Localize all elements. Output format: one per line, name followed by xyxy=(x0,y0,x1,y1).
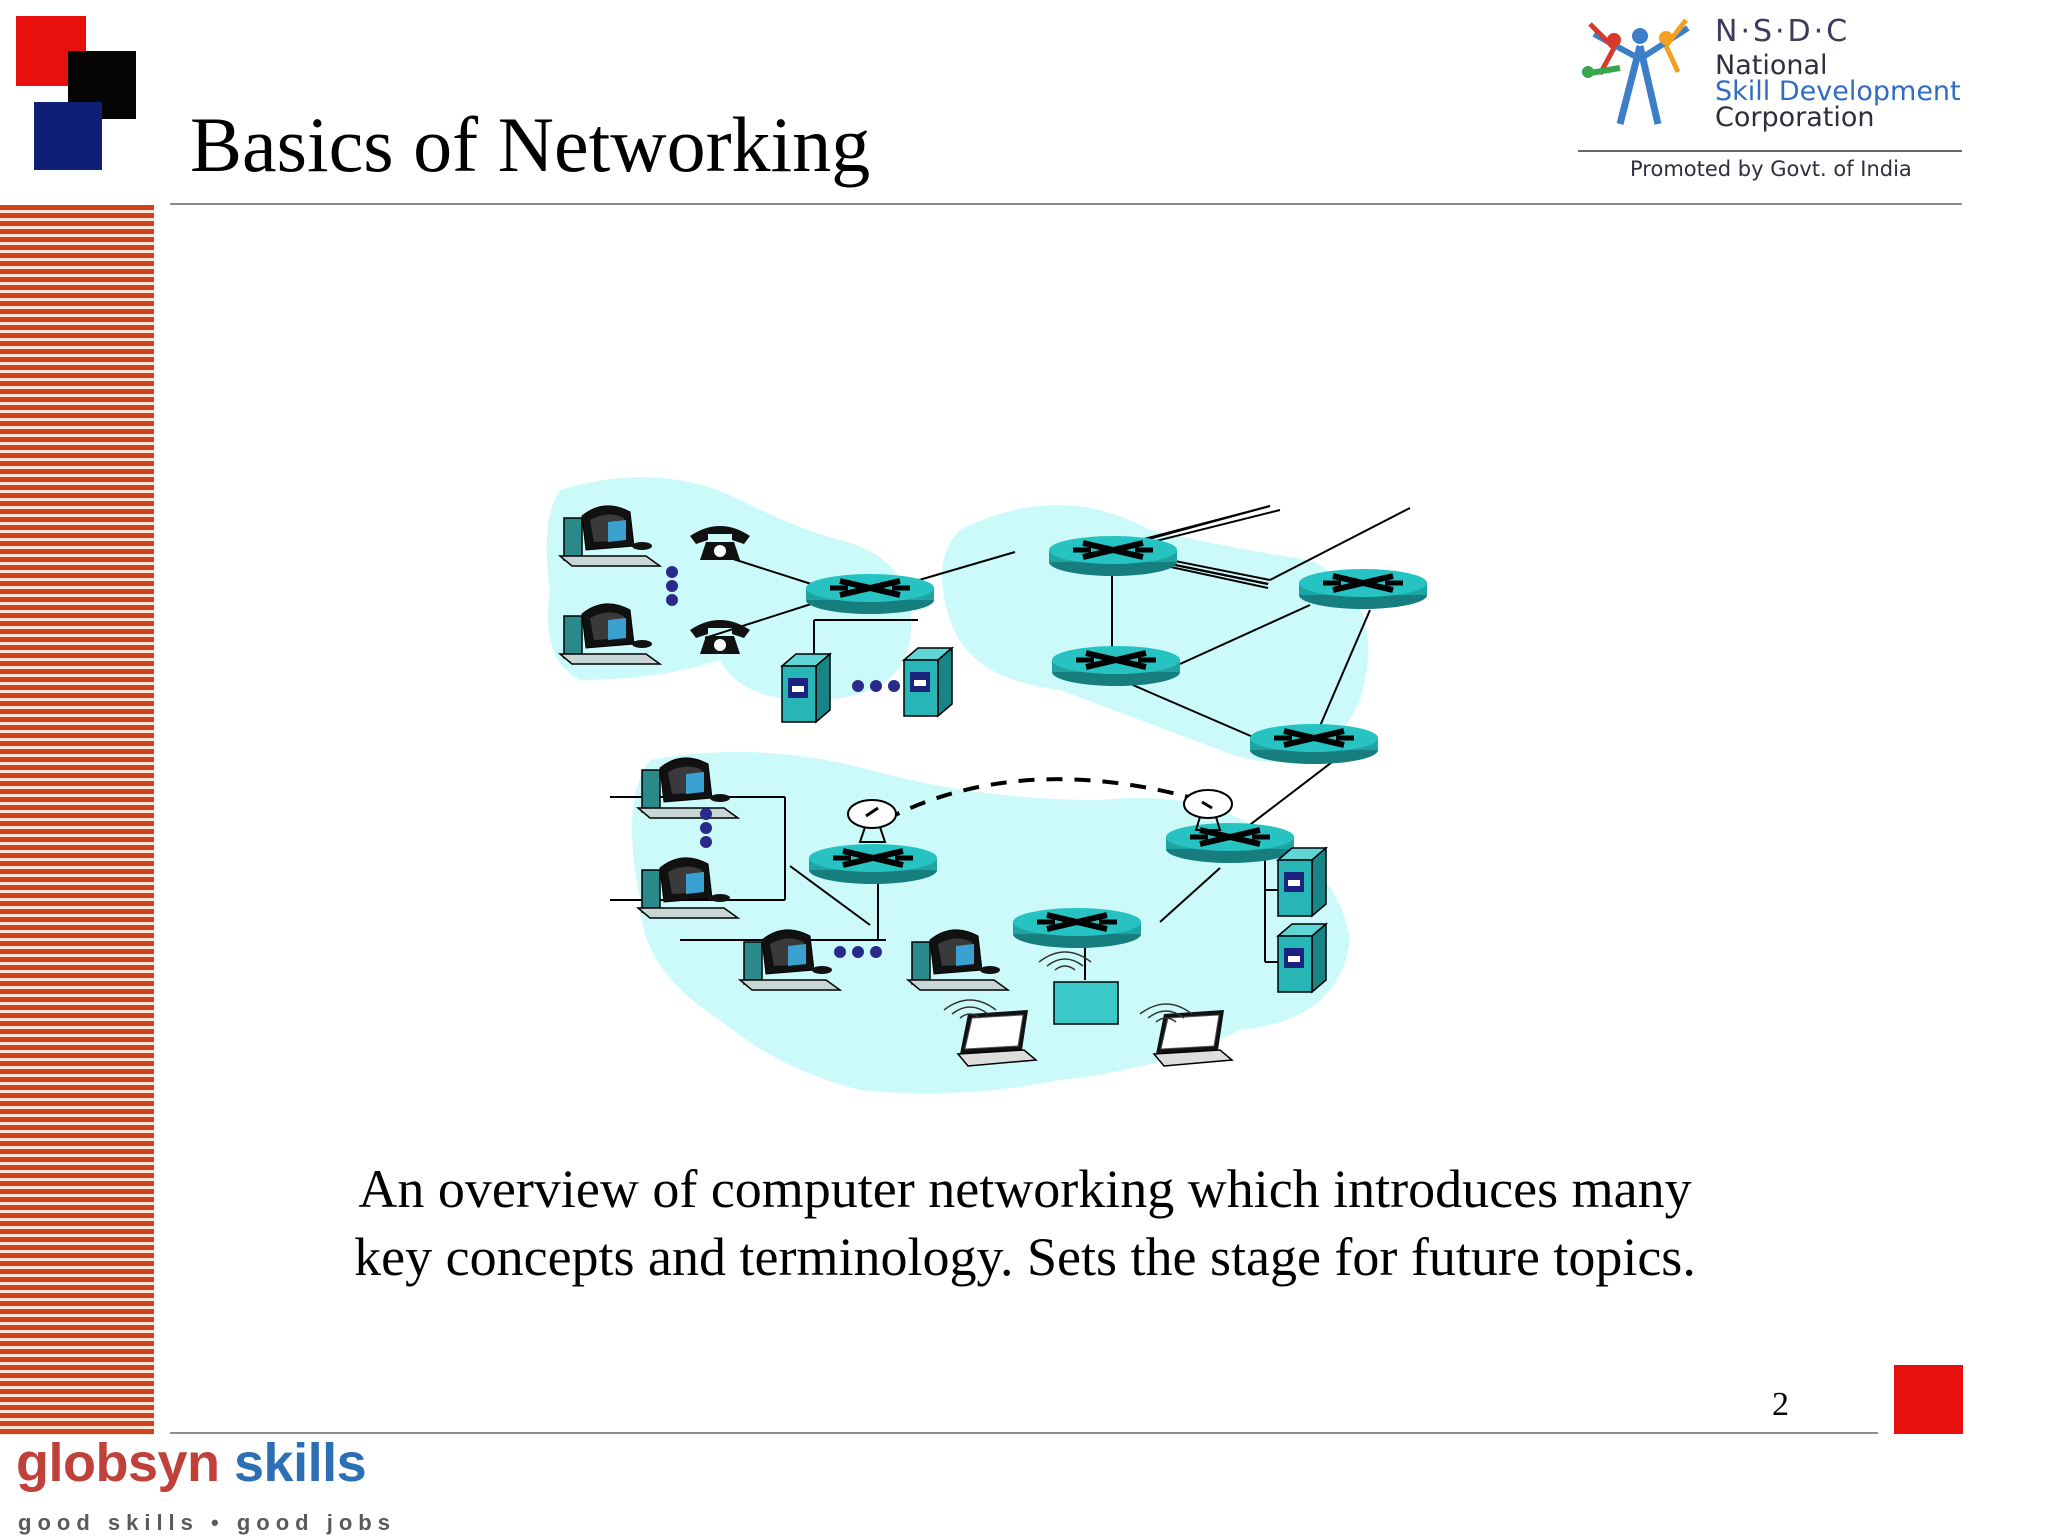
server-icon xyxy=(903,647,953,717)
slide-title: Basics of Networking xyxy=(190,101,871,188)
router-icon xyxy=(1013,908,1141,948)
page-number: 2 xyxy=(1772,1386,1789,1423)
globsyn-logo: globsyn skills xyxy=(16,1432,367,1494)
server-icon xyxy=(1277,923,1327,993)
satellite-link xyxy=(884,777,1201,822)
server-icon xyxy=(1277,847,1327,917)
satellite-dish-icon xyxy=(1183,789,1233,831)
network-diagram xyxy=(546,477,1500,1094)
nsdc-name-line3: Corporation xyxy=(1715,102,1875,133)
left-stripe-bar xyxy=(0,205,154,1435)
nsdc-promoted-text: Promoted by Govt. of India xyxy=(1630,157,1912,181)
server-icon xyxy=(781,653,831,723)
title-divider xyxy=(170,203,1962,205)
router-icon xyxy=(1166,823,1294,863)
router-icon xyxy=(1052,646,1180,686)
brand-part2: skills xyxy=(219,1433,367,1493)
satellite-dish-icon xyxy=(847,799,897,843)
slide-caption: An overview of computer networking which… xyxy=(354,1159,1696,1287)
router-icon xyxy=(1049,536,1177,576)
nsdc-figure-icon xyxy=(1582,18,1690,125)
router-icon xyxy=(806,574,934,614)
footer-red-square xyxy=(1894,1365,1963,1434)
logo-square-navy xyxy=(34,102,102,170)
nsdc-logo xyxy=(1580,10,1970,190)
router-icon xyxy=(1250,724,1378,764)
nsdc-acronym: N·S·D·C xyxy=(1715,14,1851,49)
cloud-top-right xyxy=(942,505,1369,763)
ellipsis-dots xyxy=(666,566,900,958)
router-icon xyxy=(1299,569,1427,609)
footer-divider xyxy=(170,1432,1878,1434)
router-icon xyxy=(809,844,937,884)
brand-part1: globsyn xyxy=(16,1433,220,1493)
base-station-icon xyxy=(1053,981,1119,1025)
nsdc-name-line1: National xyxy=(1715,50,1828,81)
brand-tagline: good skills • good jobs xyxy=(18,1510,396,1535)
nsdc-name-line2: Skill Development xyxy=(1715,76,1961,107)
nsdc-divider xyxy=(1578,150,1962,152)
